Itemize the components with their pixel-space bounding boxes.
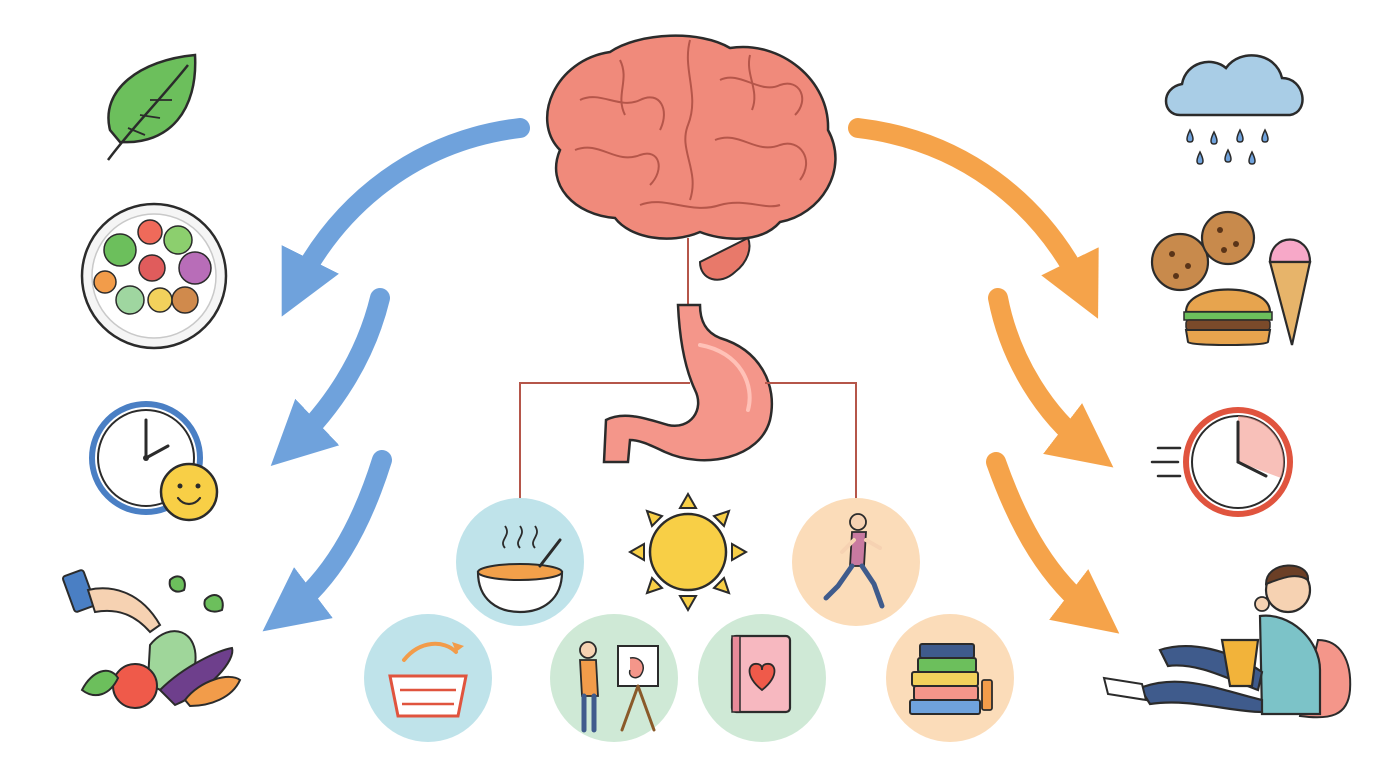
soup-bowl-icon bbox=[456, 498, 584, 626]
orange-arrow-1 bbox=[848, 118, 1099, 319]
junk-food-icon bbox=[1150, 210, 1312, 346]
sun-icon bbox=[627, 491, 749, 613]
unhealthy-arrows bbox=[848, 118, 1120, 634]
orange-arrow-3 bbox=[986, 452, 1120, 634]
running-woman-icon bbox=[792, 498, 920, 626]
blue-arrow-2 bbox=[270, 288, 390, 466]
books-icon bbox=[886, 614, 1014, 742]
blue-arrow-1 bbox=[281, 118, 530, 317]
clock-smiley-icon bbox=[89, 401, 219, 522]
vegetables-picking-icon bbox=[62, 569, 242, 709]
salad-plate-icon bbox=[80, 202, 228, 350]
stomach-icon bbox=[602, 303, 774, 464]
brain-icon bbox=[545, 34, 837, 281]
healthy-arrows bbox=[262, 118, 530, 632]
blue-arrow-3 bbox=[262, 450, 392, 632]
journal-heart-icon bbox=[698, 614, 826, 742]
stomach-branch-connectors bbox=[519, 382, 857, 500]
leaf-icon bbox=[106, 53, 197, 161]
basket-icon bbox=[364, 614, 492, 742]
painter-icon bbox=[550, 614, 678, 742]
orange-arrow-2 bbox=[988, 288, 1114, 468]
fast-clock-icon bbox=[1150, 407, 1293, 517]
snacking-person-icon bbox=[1102, 564, 1352, 719]
rain-cloud-icon bbox=[1164, 54, 1304, 165]
